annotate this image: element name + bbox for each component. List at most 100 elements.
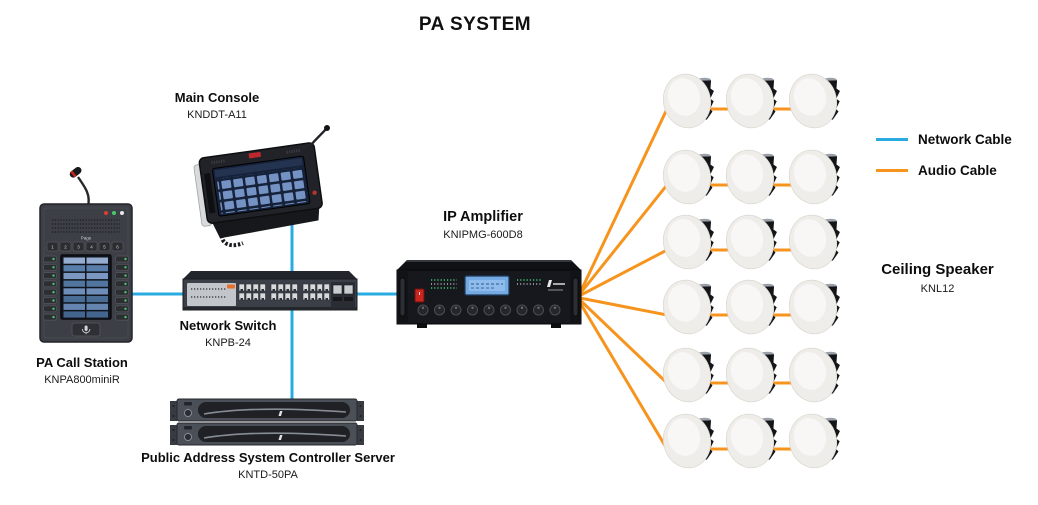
speaker-dome	[662, 149, 712, 205]
ceiling-speaker-unit	[788, 70, 851, 130]
speaker-dome	[788, 214, 838, 270]
speaker-back-can	[752, 283, 777, 326]
speaker-back-can	[689, 218, 714, 261]
page-keys: 1 2 3 4 5 6	[46, 241, 124, 252]
node-name: Ceiling Speaker	[881, 261, 994, 278]
speaker-dome	[662, 347, 712, 403]
speaker-dome	[662, 214, 712, 270]
gooseneck-mic-icon	[303, 128, 327, 155]
ceiling-speaker-unit	[788, 276, 851, 336]
speaker-dome	[788, 73, 838, 129]
controller-server-label: Public Address System Controller Server …	[138, 450, 398, 483]
svg-text:3: 3	[77, 245, 80, 250]
speaker-dome	[725, 73, 775, 129]
speaker-dome	[662, 413, 712, 469]
ceiling-speaker-unit	[662, 344, 725, 404]
volume-knobs	[417, 304, 561, 316]
node-model: KNDDT-A11	[187, 109, 247, 122]
node-name: IP Amplifier	[443, 209, 523, 225]
node-model: KNPB-24	[205, 337, 251, 350]
speaker-back-can	[815, 77, 840, 120]
network-switch-image	[181, 270, 359, 319]
server-unit-2	[169, 422, 365, 446]
pa-call-station-image: Page 1 2 3 4 5 6	[36, 160, 136, 351]
ceiling-speaker-unit	[725, 70, 788, 130]
legend-item-network-cable: Network Cable	[876, 130, 1012, 148]
speaker-dome	[788, 149, 838, 205]
speaker-back-can	[815, 218, 840, 261]
rack-handle-right	[572, 277, 579, 317]
svg-text:1: 1	[51, 245, 54, 250]
zone-list-column	[63, 257, 85, 318]
speaker-dome	[788, 279, 838, 335]
legend-item-audio-cable: Audio Cable	[876, 161, 1012, 179]
audio-cable-row-3	[578, 248, 830, 298]
svg-text:6: 6	[116, 245, 119, 250]
node-model: KNIPMG-600D8	[443, 229, 523, 242]
speaker-back-can	[689, 351, 714, 394]
speaker-dome	[662, 279, 712, 335]
legend-label: Audio Cable	[918, 162, 997, 178]
speaker-back-can	[689, 153, 714, 196]
side-keys	[203, 173, 216, 214]
pa-call-station-label: PA Call Station KNPA800miniR	[21, 355, 143, 388]
status-led-green	[112, 211, 116, 215]
talk-button	[71, 322, 101, 337]
speaker-back-can	[815, 283, 840, 326]
ceiling-speaker-unit	[725, 276, 788, 336]
ceiling-speaker-unit	[662, 410, 725, 470]
svg-text:2: 2	[64, 245, 67, 250]
network-switch-label: Network Switch KNPB-24	[158, 318, 298, 351]
node-model: KNTD-50PA	[238, 469, 298, 482]
ceiling-speaker-unit	[662, 211, 725, 271]
ceiling-speaker-unit	[788, 146, 851, 206]
speaker-back-can	[689, 283, 714, 326]
node-model: KNL12	[920, 282, 955, 295]
power-switch	[414, 288, 425, 303]
ceiling-speaker-unit	[788, 211, 851, 271]
server-unit-1	[169, 398, 365, 422]
legend: Network Cable Audio Cable	[876, 130, 1012, 192]
ip-amplifier-label: IP Amplifier KNIPMG-600D8	[413, 208, 553, 243]
ip-amplifier-image	[391, 256, 587, 339]
led-panel	[187, 283, 236, 306]
mic-capsule-icon	[69, 166, 82, 178]
speaker-dome	[725, 214, 775, 270]
speaker-back-can	[689, 77, 714, 120]
network-cable-swatch	[876, 137, 908, 141]
audio-cable-row-1	[577, 107, 830, 296]
main-console-image	[186, 122, 338, 255]
brand-logo-mark	[227, 284, 235, 289]
speaker-back-can	[752, 351, 777, 394]
gooseneck-mic-icon	[77, 176, 90, 207]
ceiling-speaker-unit	[662, 276, 725, 336]
page-label: Page	[81, 236, 92, 241]
ceiling-speaker-unit	[788, 344, 851, 404]
speaker-dome	[788, 347, 838, 403]
speaker-back-can	[815, 351, 840, 394]
speaker-dome	[788, 413, 838, 469]
ceiling-speaker-unit	[725, 211, 788, 271]
ceiling-speaker-unit	[662, 70, 725, 130]
speaker-dome	[725, 149, 775, 205]
speaker-dome	[725, 413, 775, 469]
ceiling-speaker-unit	[788, 410, 851, 470]
speaker-dome	[662, 73, 712, 129]
node-name: Public Address System Controller Server	[141, 450, 395, 465]
main-console-label: Main Console KNDDT-A11	[147, 90, 287, 123]
node-model: KNPA800miniR	[44, 374, 120, 387]
audio-cable-row-6	[577, 300, 830, 451]
status-led-white	[120, 211, 124, 215]
speaker-grille	[52, 219, 120, 233]
ceiling-speaker-unit	[725, 344, 788, 404]
svg-text:5: 5	[103, 245, 106, 250]
ceiling-speaker-label: Ceiling Speaker KNL12	[855, 261, 1020, 297]
brand-logo-mark	[547, 280, 565, 291]
brand-logo-mark	[248, 151, 261, 159]
node-name: Network Switch	[179, 318, 277, 333]
controller-server-image	[169, 396, 365, 453]
audio-cable-swatch	[876, 168, 908, 172]
speaker-back-can	[752, 77, 777, 120]
